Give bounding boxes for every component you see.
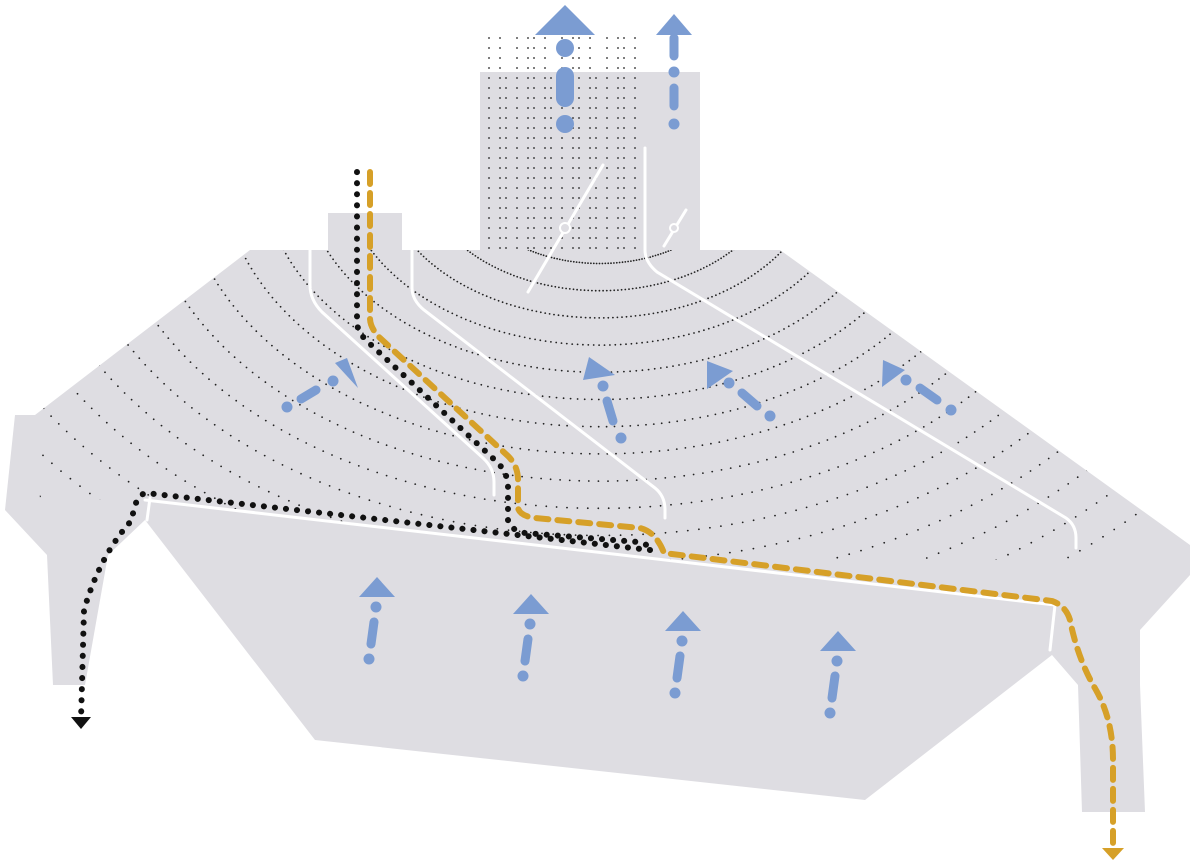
lower-updraft-arrow xyxy=(820,631,856,719)
left-outlet-edge xyxy=(145,496,152,522)
upper-circulation-arrow xyxy=(707,361,776,422)
lower-updraft-arrow xyxy=(665,611,701,699)
main-air-exhaust-arrow xyxy=(535,5,595,133)
exhaust-particle-dots xyxy=(488,37,636,249)
lower-updraft-arrow xyxy=(513,594,549,682)
main-damper-pivot xyxy=(559,222,571,234)
right-inlet-guide-vane xyxy=(410,248,667,520)
upper-circulation-arrow xyxy=(281,358,358,413)
secondary-air-exhaust-arrow xyxy=(656,14,692,130)
coarse-material-outlet-arrow xyxy=(1102,848,1124,860)
upper-circulation-arrow xyxy=(882,360,957,416)
left-inlet-guide-vane xyxy=(308,248,496,497)
center-baffle-vane xyxy=(643,146,1078,550)
secondary-damper-pivot xyxy=(669,223,679,233)
fine-material-path xyxy=(78,169,653,723)
housing-left-outlet-lip xyxy=(15,415,40,505)
fine-material-outlet-arrow xyxy=(71,717,91,729)
guide-vanes xyxy=(143,146,1078,652)
separation-plate xyxy=(143,498,1057,607)
exhaust-dampers xyxy=(526,163,688,294)
right-outlet-edge xyxy=(1048,603,1057,652)
coarse-material-path xyxy=(367,169,1116,851)
upper-circulation-arrow xyxy=(583,357,627,444)
lower-updraft-arrow xyxy=(359,577,395,665)
air-flow-arrows xyxy=(281,5,957,719)
